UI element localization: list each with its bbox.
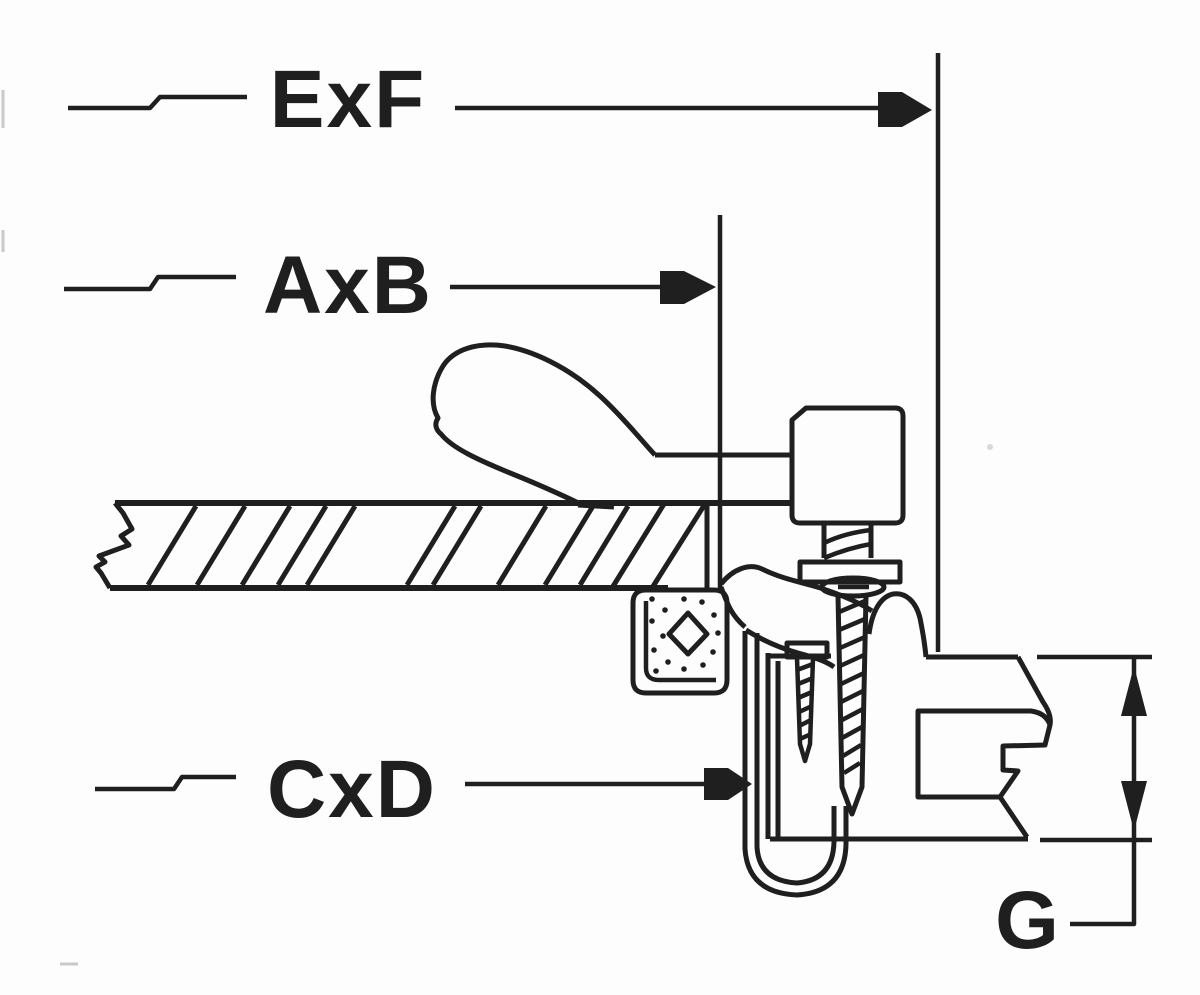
panel-miter-line-2 bbox=[649, 502, 708, 590]
exf-label: ExF bbox=[270, 54, 426, 145]
threaded-stud bbox=[821, 525, 874, 561]
latch-pawl bbox=[718, 564, 929, 670]
pawl-upper-edge bbox=[719, 564, 874, 614]
pawl-end-arch bbox=[866, 591, 929, 658]
panel-break-edge bbox=[93, 501, 135, 590]
g-label: G bbox=[995, 875, 1061, 966]
g-arrow-up bbox=[1121, 666, 1147, 716]
large-screw bbox=[835, 595, 869, 817]
handle-tip bbox=[577, 500, 615, 510]
stipple-dots bbox=[649, 596, 721, 674]
scan-specks bbox=[1, 90, 993, 966]
cxd-arrowhead bbox=[704, 768, 752, 800]
mounting-block-hole bbox=[666, 610, 710, 657]
handle-outline bbox=[430, 342, 657, 508]
axb-leader-line bbox=[64, 274, 236, 292]
panel-miter-line-1 bbox=[609, 502, 667, 590]
axb-label: AxB bbox=[263, 240, 433, 331]
washer-plate bbox=[797, 559, 903, 585]
dimension-cxd: CxD bbox=[95, 744, 752, 835]
dimension-exf: ExF bbox=[68, 53, 941, 652]
cxd-leader-line bbox=[95, 774, 236, 792]
g-arrow-down bbox=[1121, 781, 1147, 831]
small-screw bbox=[784, 640, 830, 764]
bail-inner bbox=[754, 633, 837, 886]
mounting-block-inner-wall bbox=[643, 601, 716, 683]
panel-cross-section bbox=[93, 500, 792, 591]
panel-hatching bbox=[145, 504, 631, 587]
bail-hook bbox=[742, 631, 849, 898]
small-screw-head bbox=[784, 640, 830, 660]
exf-leader-line bbox=[68, 94, 247, 111]
axb-arrowhead bbox=[660, 271, 716, 304]
wing-handle bbox=[430, 342, 792, 510]
paper-speck bbox=[987, 444, 993, 450]
small-screw-threads bbox=[796, 661, 814, 742]
exf-arrowhead bbox=[878, 92, 932, 127]
pawl-left-edge bbox=[718, 586, 747, 629]
pawl-lower-edge bbox=[744, 627, 836, 670]
large-screw-threads bbox=[838, 598, 866, 775]
clamp-knob bbox=[789, 405, 906, 526]
small-screw-body bbox=[794, 657, 816, 764]
g-dimension-line bbox=[1070, 657, 1137, 927]
mounting-block bbox=[630, 587, 730, 696]
keeper-plate bbox=[765, 653, 1053, 842]
clamp-knob-assembly bbox=[789, 405, 906, 599]
dimension-axb: AxB bbox=[64, 215, 723, 591]
large-screw-body bbox=[835, 595, 869, 817]
keeper-slot bbox=[915, 708, 1053, 800]
keeper-right-profile bbox=[997, 655, 1053, 839]
dimension-g: G bbox=[995, 654, 1152, 966]
bail-outer bbox=[742, 631, 849, 898]
keeper-left-edge bbox=[765, 653, 781, 839]
cxd-label: CxD bbox=[267, 744, 437, 835]
